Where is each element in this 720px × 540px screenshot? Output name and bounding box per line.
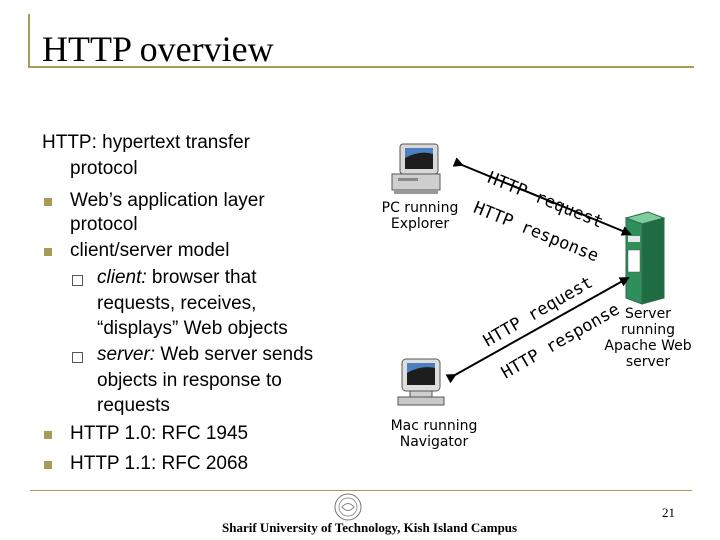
server-icon — [624, 211, 666, 305]
intro-line-2: protocol — [70, 158, 138, 179]
pc-computer-icon — [391, 143, 441, 194]
bullet-1-line-1: Web’s application layer — [70, 190, 265, 211]
server-term: server: — [97, 344, 156, 365]
pc-caption: PC running Explorer — [376, 200, 464, 232]
client-term: client: — [97, 267, 147, 288]
intro-line-1: HTTP: hypertext transfer — [42, 132, 251, 153]
server-caption-line-2: running — [620, 322, 676, 338]
sub-bullet-marker — [72, 352, 83, 363]
page-number: 21 — [662, 505, 675, 520]
mac-caption-line-2: Navigator — [399, 434, 469, 450]
server-caption-line-4: server — [625, 354, 671, 370]
pc-caption-line-1: PC running — [381, 200, 459, 216]
bullet-1-line-2: protocol — [70, 214, 138, 235]
title-underline — [28, 14, 694, 68]
bullet-marker — [44, 198, 52, 206]
pc-caption-line-2: Explorer — [390, 216, 450, 232]
client-desc: browser that — [151, 267, 257, 288]
bullet-marker — [44, 431, 52, 439]
page-title: HTTP overview — [42, 29, 274, 69]
server-desc: Web server sends — [160, 344, 314, 365]
pc-server-arrow — [452, 157, 632, 236]
mac-caption-line-1: Mac running — [390, 418, 478, 434]
bullet-3-line-1: HTTP 1.0: RFC 1945 — [70, 423, 249, 444]
mac-server-arrow — [445, 277, 630, 384]
university-seal-icon — [334, 493, 362, 521]
footer-divider — [30, 490, 692, 491]
sub-bullet-server-line-1: server: Web server sends — [97, 344, 313, 366]
sub-bullet-server-line-3: requests — [97, 395, 170, 416]
bullet-marker — [44, 248, 52, 256]
sub-bullet-client-line-2: requests, receives, — [97, 293, 257, 314]
bullet-marker — [44, 461, 52, 469]
footer-institution: Sharif University of Technology, Kish Is… — [222, 520, 518, 535]
mac-caption: Mac running Navigator — [384, 418, 484, 450]
sub-bullet-client-line-1: client: browser that — [97, 267, 256, 289]
sub-bullet-client-line-3: “displays” Web objects — [97, 318, 288, 339]
sub-bullet-server-line-2: objects in response to — [97, 370, 282, 391]
bullet-2-line-1: client/server model — [70, 240, 230, 261]
server-caption-line-1: Server — [625, 306, 671, 322]
mac-computer-icon — [397, 358, 445, 406]
sub-bullet-marker — [72, 275, 83, 286]
bullet-4-line-1: HTTP 1.1: RFC 2068 — [70, 453, 249, 474]
